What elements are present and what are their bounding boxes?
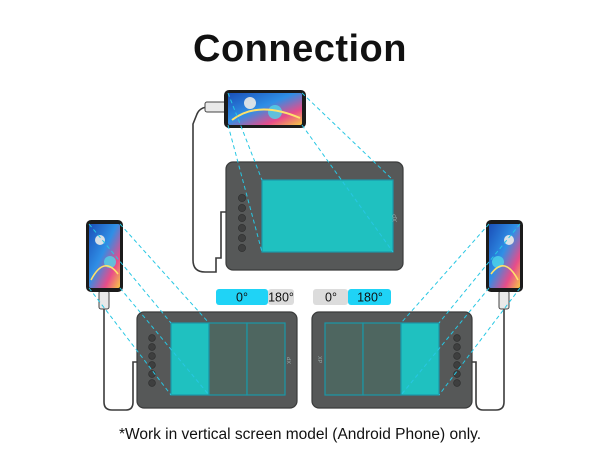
active-screen-area [170, 322, 210, 396]
toggle-label-0: 0° [236, 291, 248, 305]
pen-display-top: XP [225, 161, 404, 271]
inactive-screen-area [208, 322, 248, 396]
projection-lines-left [88, 223, 210, 396]
usb-plug-icon [204, 101, 227, 113]
page-title: Connection [193, 28, 407, 70]
orientation-toggle-left[interactable]: 0° 180° [216, 289, 294, 305]
inactive-screen-area [246, 322, 286, 396]
usb-plug-icon [498, 290, 510, 310]
toggle-option-180[interactable] [268, 289, 294, 305]
usb-cable-icon [472, 293, 505, 411]
toggle-label-0: 0° [325, 291, 337, 305]
phone-icon [224, 90, 306, 128]
toggle-option-180[interactable] [348, 289, 391, 305]
footnote: *Work in vertical screen model (Android … [118, 426, 482, 443]
usb-plug-icon [98, 290, 110, 310]
projection-lines-right [400, 223, 521, 396]
phone-icon [86, 220, 123, 292]
usb-cable-icon [192, 106, 226, 273]
pen-display-right: XP [311, 311, 473, 409]
active-screen-area [400, 322, 440, 396]
svg-text:XP: XP [393, 214, 399, 222]
svg-text:XP: XP [287, 356, 293, 364]
orientation-toggle-right[interactable]: 0° 180° [313, 289, 391, 305]
toggle-option-0[interactable] [313, 289, 348, 305]
inactive-screen-area [324, 322, 364, 396]
svg-text:XP: XP [316, 356, 322, 364]
projection-lines-top [227, 92, 394, 253]
usb-cable-icon [103, 293, 137, 411]
phone-icon [486, 220, 523, 292]
toggle-label-180: 180° [268, 291, 294, 305]
inactive-screen-area [362, 322, 402, 396]
pen-display-left: XP [136, 311, 298, 409]
toggle-label-180: 180° [357, 291, 383, 305]
toggle-option-0[interactable] [216, 289, 268, 305]
active-screen-area [261, 179, 394, 253]
